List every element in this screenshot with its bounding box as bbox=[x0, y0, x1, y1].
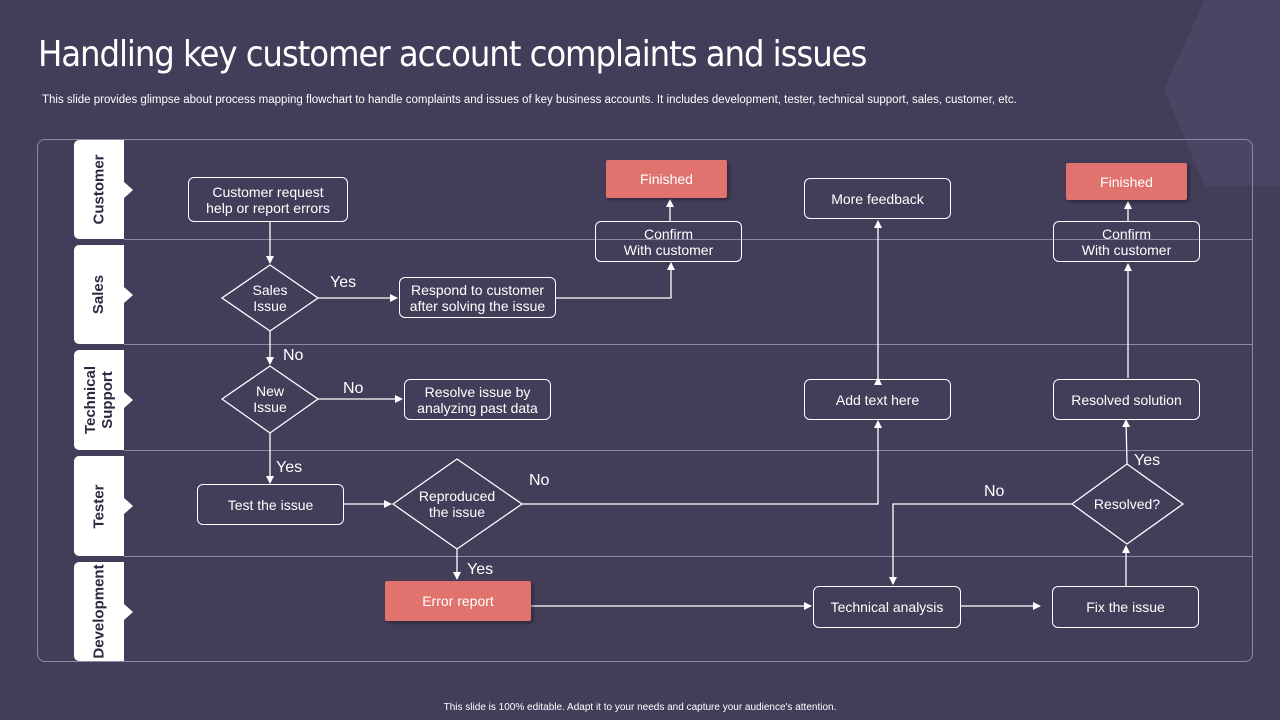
node-finished-2: Finished bbox=[1066, 163, 1187, 200]
lane-divider bbox=[124, 344, 1253, 345]
node-error-report: Error report bbox=[385, 581, 531, 621]
node-sales-issue: Sales Issue bbox=[252, 282, 288, 314]
lane-development: Development bbox=[74, 562, 133, 661]
edge-label-reproduced-no: No bbox=[529, 472, 550, 489]
node-finished-1: Finished bbox=[606, 160, 727, 198]
edge-respond-to-confirm bbox=[556, 262, 675, 299]
swimlane-frame bbox=[37, 139, 1253, 662]
page-title: Handling key customer account complaints… bbox=[38, 34, 867, 75]
node-test-issue: Test the issue bbox=[197, 484, 344, 525]
lane-tester: Tester bbox=[74, 456, 133, 556]
edge-reproduced-no bbox=[522, 420, 882, 505]
node-resolve-past-data: Resolve issue by analyzing past data bbox=[404, 379, 551, 420]
edge-label-sales-no: No bbox=[283, 347, 304, 364]
lane-sales: Sales bbox=[74, 245, 133, 344]
edge-label-resolved-yes: Yes bbox=[1134, 452, 1161, 469]
page-subtitle: This slide provides glimpse about proces… bbox=[42, 94, 1017, 106]
node-more-feedback: More feedback bbox=[804, 178, 951, 219]
edge-resolved-yes bbox=[1122, 419, 1131, 465]
lane-technical-support: Technical Support bbox=[74, 350, 133, 450]
edge-resolved-no bbox=[889, 503, 1072, 585]
lane-divider bbox=[124, 239, 1253, 240]
node-reproduced-issue: Reproduced the issue bbox=[418, 488, 496, 520]
node-resolved-solution: Resolved solution bbox=[1053, 379, 1200, 420]
edge-label-new-yes: Yes bbox=[276, 459, 303, 476]
edge-label-resolved-no: No bbox=[984, 483, 1005, 500]
edge-label-new-no: No bbox=[343, 380, 364, 397]
lane-divider bbox=[124, 450, 1253, 451]
node-add-text: Add text here bbox=[804, 379, 951, 420]
lane-divider bbox=[124, 556, 1253, 557]
node-fix-issue: Fix the issue bbox=[1052, 586, 1199, 628]
node-new-issue: New Issue bbox=[253, 383, 287, 415]
lane-customer: Customer bbox=[74, 140, 133, 239]
node-confirm-customer-1: Confirm With customer bbox=[595, 221, 742, 262]
node-respond-customer: Respond to customer after solving the is… bbox=[399, 277, 556, 318]
edge-label-reproduced-yes: Yes bbox=[467, 561, 494, 578]
node-customer-request: Customer request help or report errors bbox=[188, 177, 348, 222]
node-technical-analysis: Technical analysis bbox=[813, 586, 961, 628]
edge-label-sales-yes: Yes bbox=[330, 274, 357, 291]
node-resolved-question: Resolved? bbox=[1093, 496, 1161, 512]
decision-resolved-shape bbox=[1070, 463, 1185, 545]
node-confirm-customer-2: Confirm With customer bbox=[1053, 221, 1200, 262]
footer-note: This slide is 100% editable. Adapt it to… bbox=[443, 702, 837, 713]
